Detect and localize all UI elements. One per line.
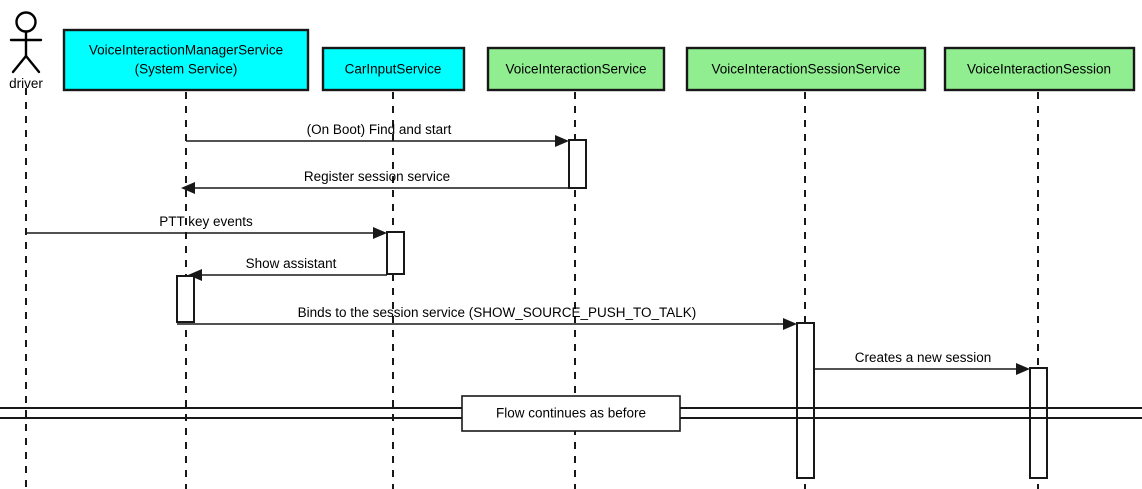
participant-cis[interactable]: CarInputService <box>321 46 466 92</box>
divider-box <box>461 395 681 432</box>
actor-label-driver: driver <box>9 76 43 91</box>
participant-label-vis: VoiceInteractionService <box>505 62 646 77</box>
participant-box-cis[interactable] <box>321 46 466 92</box>
message-label-m6: Creates a new session <box>855 350 992 365</box>
arrow-head-m3 <box>373 227 387 239</box>
participant-viss[interactable]: VoiceInteractionSessionService <box>685 46 927 92</box>
divider-flow-continues: Flow continues as before <box>0 395 1142 432</box>
stick-figure-right-leg-icon <box>24 54 41 74</box>
participant-label-vims-line2: (System Service) <box>135 62 238 77</box>
participant-box-vis[interactable] <box>486 46 666 92</box>
activation-bar-viss <box>796 322 815 479</box>
activation-bars-group <box>176 139 1048 479</box>
activation-bar-vise <box>1029 367 1048 479</box>
activation-bar-vis <box>568 139 587 189</box>
participant-label-cis: CarInputService <box>345 62 442 77</box>
participant-box-vims[interactable] <box>62 28 310 92</box>
message-show-assistant[interactable]: Show assistant <box>188 256 387 281</box>
message-label-m3: PTT key events <box>159 214 253 229</box>
message-binds-to-session-service[interactable]: Binds to the session service (SHOW_SOURC… <box>177 305 797 330</box>
arrow-head-m5 <box>783 318 797 330</box>
message-ptt-key-events[interactable]: PTT key events <box>26 214 387 239</box>
participant-vise[interactable]: VoiceInteractionSession <box>943 46 1136 92</box>
actor-driver[interactable]: driver <box>9 11 43 92</box>
message-register-session-service[interactable]: Register session service <box>181 169 569 194</box>
message-label-m2: Register session service <box>304 169 450 184</box>
participant-vis[interactable]: VoiceInteractionService <box>486 46 666 92</box>
arrow-head-m1 <box>555 135 569 147</box>
activation-bar-vims <box>176 275 195 323</box>
activation-bar-cis <box>386 231 405 275</box>
participant-label-vise: VoiceInteractionSession <box>967 62 1111 77</box>
message-label-m5: Binds to the session service (SHOW_SOURC… <box>298 305 697 320</box>
participant-label-viss: VoiceInteractionSessionService <box>711 62 900 77</box>
message-label-m4: Show assistant <box>246 256 337 271</box>
participant-label-vims-line1: VoiceInteractionManagerService <box>89 43 283 58</box>
participant-box-vise[interactable] <box>943 46 1136 92</box>
message-on-boot-find-and-start[interactable]: (On Boot) Find and start <box>186 122 569 147</box>
arrow-head-m2 <box>181 182 195 194</box>
participant-vims[interactable]: VoiceInteractionManagerService (System S… <box>62 28 310 92</box>
message-creates-a-new-session[interactable]: Creates a new session <box>814 350 1030 375</box>
stick-figure-head-icon <box>15 11 37 33</box>
message-label-m1: (On Boot) Find and start <box>307 122 452 137</box>
stick-figure-left-leg-icon <box>11 54 28 74</box>
divider-label: Flow continues as before <box>496 406 646 421</box>
arrow-head-m6 <box>1016 363 1030 375</box>
participant-box-viss[interactable] <box>685 46 927 92</box>
arrow-head-m4 <box>188 269 202 281</box>
